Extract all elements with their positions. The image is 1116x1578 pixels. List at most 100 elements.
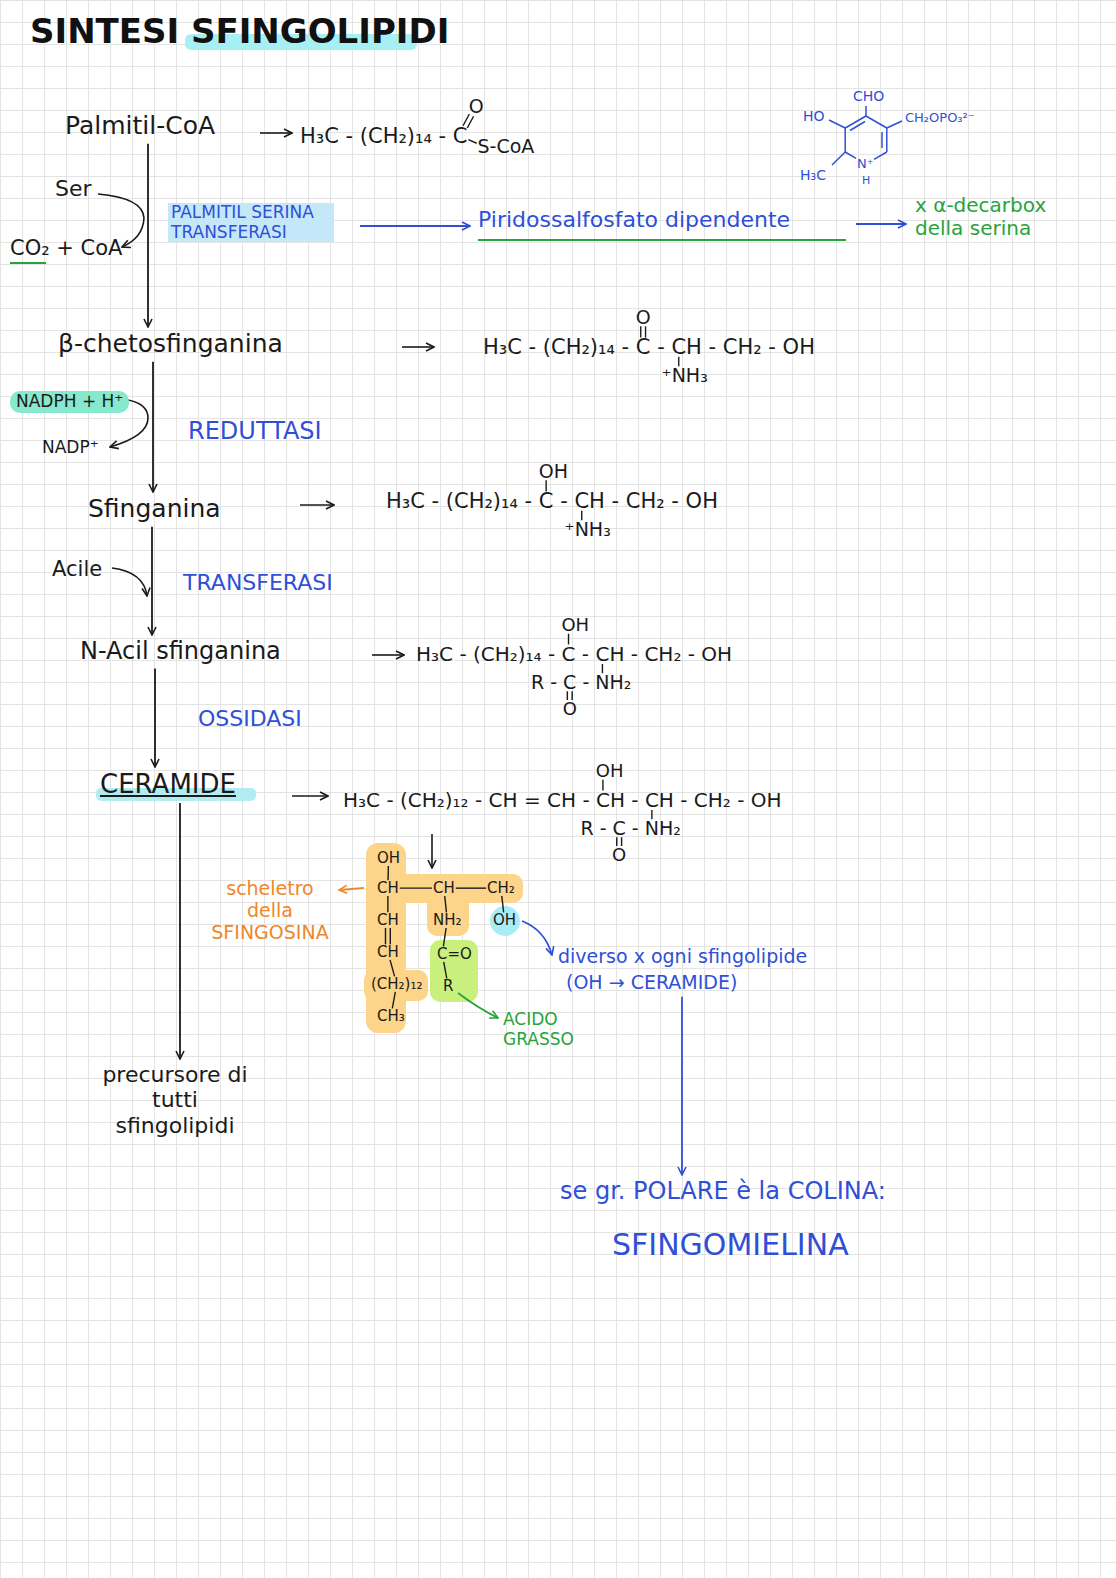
bond-line bbox=[443, 928, 446, 946]
node-text: CERAMIDE bbox=[100, 770, 236, 800]
ring-bond bbox=[850, 122, 865, 131]
reagent-label: Ser bbox=[55, 176, 92, 201]
atom-label: CH₂OPO₃²⁻ bbox=[905, 111, 975, 126]
atom-label: R - C - NH₂ bbox=[580, 818, 680, 840]
note-block: se gr. POLARE è la COLINA: SFINGOMIELINA bbox=[560, 1178, 886, 1262]
formula-arrow bbox=[300, 504, 334, 506]
atom-label: C=O bbox=[437, 946, 472, 963]
atom-label: N⁺ bbox=[857, 157, 874, 172]
flow-arrow bbox=[151, 527, 153, 635]
acyl-highlight bbox=[430, 940, 478, 1002]
skeleton-highlight bbox=[366, 843, 406, 1033]
reagent-arrow bbox=[112, 568, 147, 596]
atom-label: OH bbox=[596, 761, 624, 782]
atom-label: CH bbox=[377, 880, 399, 897]
enzyme-label: OSSIDASI bbox=[198, 706, 302, 731]
atom-label: CH₃ bbox=[377, 1008, 405, 1025]
leader-arrow bbox=[458, 993, 498, 1018]
leader-arrow bbox=[522, 921, 552, 955]
atom-label: H₃C bbox=[800, 167, 826, 183]
atom-label: S-CoA bbox=[478, 136, 535, 158]
bond-line bbox=[385, 928, 386, 944]
bond-line bbox=[467, 116, 473, 128]
atom-label: O bbox=[563, 699, 577, 720]
node-text: Sfinganina bbox=[88, 495, 221, 524]
flow-arrow bbox=[147, 144, 149, 327]
ring-bond bbox=[874, 152, 887, 159]
compound-name: Sfinganina bbox=[88, 495, 221, 524]
reagent-underline bbox=[10, 262, 46, 264]
node-text: β-chetosfinganina bbox=[58, 330, 283, 359]
enzyme-label: PALMITIL SERINA TRANSFERASI bbox=[168, 203, 334, 242]
ring-bond bbox=[886, 128, 888, 152]
green-underline bbox=[478, 239, 846, 241]
ring-bond bbox=[865, 106, 867, 116]
bond-line bbox=[400, 887, 432, 888]
atom-label: O bbox=[469, 96, 484, 118]
bond-line bbox=[390, 960, 395, 976]
bond-line bbox=[468, 140, 476, 144]
node-text: N-Acil sfinganina bbox=[80, 638, 281, 666]
compound-name: β-chetosfinganina bbox=[58, 330, 283, 359]
outcome-note: precursore di tutti sfingolipidi bbox=[100, 1062, 250, 1138]
bond-line bbox=[392, 992, 395, 1008]
compound-name: CERAMIDE bbox=[100, 770, 236, 800]
node-text: SFINGOMIELINA bbox=[612, 1228, 886, 1263]
ring-bond bbox=[866, 116, 887, 128]
node-text: (OH → CERAMIDE) bbox=[566, 972, 807, 994]
reagent-label: NADPH + H⁺ bbox=[10, 391, 129, 413]
atom-label: CHO bbox=[853, 88, 884, 104]
node-text: diverso x ogni sfingolipide bbox=[558, 946, 807, 968]
bond-line bbox=[456, 887, 486, 888]
atom-label: NH₂ bbox=[433, 912, 462, 929]
enzyme-label: TRANSFERASI bbox=[183, 570, 333, 595]
callout-note: ACIDO GRASSO bbox=[503, 1010, 585, 1049]
node-text: se gr. POLARE è la COLINA: bbox=[560, 1178, 886, 1206]
atom-label: CH bbox=[433, 880, 455, 897]
formula: H₃C - (CH₂)₁₄ - C bbox=[300, 124, 468, 148]
flow-arrow bbox=[154, 669, 156, 767]
bond-line bbox=[387, 866, 389, 880]
callout-note: scheletro della SFINGOSINA bbox=[205, 878, 335, 944]
reagent-label: Acile bbox=[52, 557, 102, 581]
reagent-label: CO₂ + CoA bbox=[10, 236, 122, 260]
enzyme-label: REDUTTASI bbox=[188, 418, 322, 446]
pointer-arrow bbox=[856, 223, 906, 225]
formula-arrow bbox=[372, 654, 404, 656]
atom-label: OH bbox=[493, 912, 516, 929]
ring-bond bbox=[887, 121, 902, 128]
atom-label: ⁺NH₃ bbox=[565, 519, 611, 541]
atom-label: CH₂ bbox=[487, 880, 515, 897]
formula: H₃C - (CH₂)₁₄ - C - CH - CH₂ - OH bbox=[386, 489, 718, 513]
hydroxyl-highlight bbox=[490, 906, 520, 936]
flow-arrow bbox=[681, 997, 683, 1175]
atom-label: R bbox=[443, 978, 453, 995]
bond-line bbox=[502, 896, 504, 912]
compound-name: Palmitil-CoA bbox=[65, 112, 215, 141]
compound-name: N-Acil sfinganina bbox=[80, 638, 281, 666]
function-note: x α-decarbox della serina bbox=[915, 194, 1075, 240]
atom-label: OH bbox=[539, 461, 568, 483]
atom-label: HO bbox=[803, 108, 825, 124]
atom-label: OH bbox=[561, 615, 589, 636]
formula: H₃C - (CH₂)₁₄ - C - CH - CH₂ - OH bbox=[483, 335, 815, 359]
leader-arrow bbox=[339, 888, 364, 890]
ring-bond bbox=[832, 152, 845, 165]
skeleton-highlight bbox=[427, 874, 469, 936]
node-text: Palmitil-CoA bbox=[65, 112, 215, 141]
skeleton-highlight bbox=[364, 970, 428, 1001]
atom-label: H bbox=[862, 175, 870, 188]
atom-label: CH bbox=[377, 912, 399, 929]
atom-label: O bbox=[612, 845, 626, 866]
formula: H₃C - (CH₂)₁₂ - CH = CH - CH - CH - CH₂ … bbox=[343, 789, 782, 812]
atom-label: OH bbox=[377, 850, 400, 867]
bond-line bbox=[444, 962, 447, 978]
bond-line bbox=[445, 896, 447, 912]
reagent-label: NADP⁺ bbox=[42, 438, 99, 458]
atom-label: O bbox=[636, 307, 651, 329]
formula-arrow bbox=[402, 346, 434, 348]
ring-bond bbox=[845, 152, 856, 158]
node-text: precursore di tutti sfingolipidi bbox=[100, 1062, 250, 1138]
ring-bond bbox=[881, 132, 883, 148]
